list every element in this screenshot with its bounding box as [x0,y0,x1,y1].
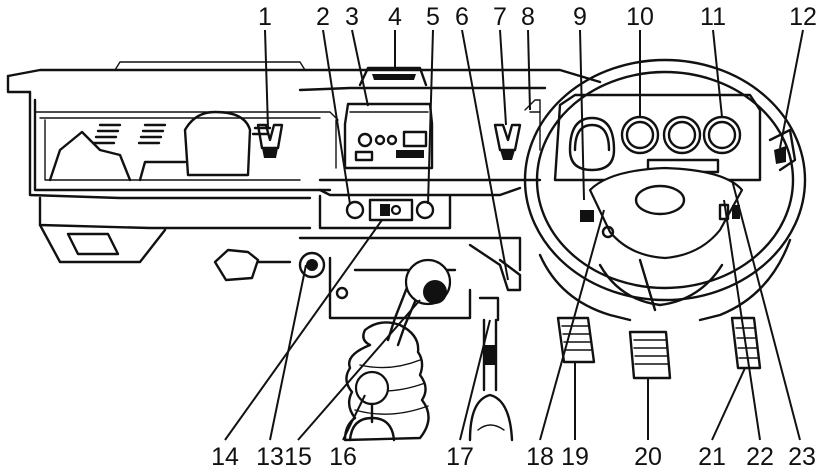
leader-lines [224,29,804,441]
callout-5: 5 [426,3,440,31]
callout-14: 14 [211,443,239,470]
callout-6: 6 [455,3,469,31]
callout-10: 10 [626,3,654,31]
lower-dash-knob [213,248,349,300]
heater-controls [345,198,435,222]
callout-15: 15 [284,443,312,470]
callout-22: 22 [746,443,774,470]
callout-labels: 1 2 3 4 5 6 7 8 9 10 11 12 13 14 15 16 1… [211,3,817,470]
main-gear-lever [343,258,452,442]
callout-13: 13 [256,443,284,470]
transfer-box-lever [348,370,396,442]
pedals [556,316,762,380]
left-vent-control [256,123,284,158]
callout-12: 12 [789,3,817,31]
callout-9: 9 [573,3,587,31]
right-stalk-switch [768,128,797,172]
callout-17: 17 [446,443,474,470]
callout-8: 8 [521,3,535,31]
vent-slats [92,123,272,145]
callout-2: 2 [316,3,330,31]
radio-unit [335,102,434,170]
callout-3: 3 [345,3,359,31]
callout-19: 19 [561,443,589,470]
speaker-grille [66,232,120,256]
steering-wheel [523,58,807,322]
callout-16: 16 [329,443,357,470]
brake-pedal [628,330,672,380]
callout-7: 7 [493,3,507,31]
instrument-binnacle [553,93,762,182]
clutch-pedal [556,316,596,364]
handbrake [468,296,514,442]
callout-11: 11 [700,3,726,31]
bonnet-release [468,243,522,292]
callout-23: 23 [788,443,816,470]
accelerator-pedal [730,316,762,370]
callout-21: 21 [698,443,726,470]
dashboard-panel [6,61,602,320]
callout-20: 20 [634,443,662,470]
callout-4: 4 [388,3,402,31]
callout-18: 18 [526,443,554,470]
callout-1: 1 [258,3,272,31]
right-vent-control [493,99,541,160]
